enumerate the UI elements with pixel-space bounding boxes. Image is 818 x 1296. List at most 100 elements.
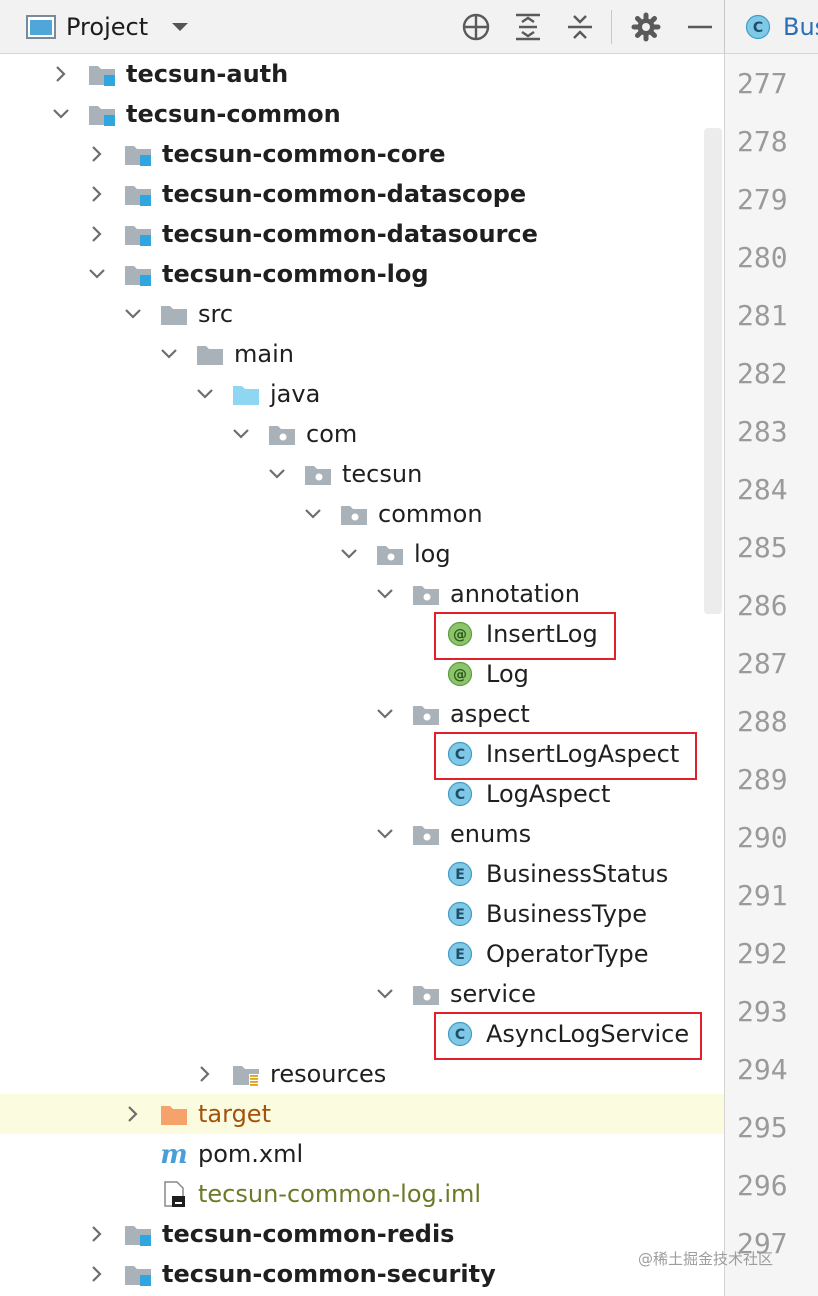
chevron-down-icon[interactable]	[158, 343, 180, 365]
tree-item[interactable]: target	[0, 1094, 724, 1134]
tree-item[interactable]: @InsertLog	[0, 614, 724, 654]
tree-item-label: tecsun	[342, 460, 423, 488]
chevron-down-icon[interactable]	[374, 703, 396, 725]
line-number: 282	[737, 357, 788, 390]
line-number: 278	[737, 125, 788, 158]
hide-icon[interactable]	[684, 11, 716, 43]
chevron-down-icon[interactable]	[374, 823, 396, 845]
tree-item[interactable]: tecsun-auth	[0, 54, 724, 94]
tree-item[interactable]: @Log	[0, 654, 724, 694]
line-number: 295	[737, 1111, 788, 1144]
tree-item[interactable]: resources	[0, 1054, 724, 1094]
chevron-right-icon[interactable]	[50, 63, 72, 85]
tree-item[interactable]: main	[0, 334, 724, 374]
chevron-down-icon[interactable]	[266, 463, 288, 485]
chevron-down-icon[interactable]	[86, 263, 108, 285]
locate-icon[interactable]	[460, 11, 492, 43]
package-icon	[377, 546, 403, 565]
folder-icon	[197, 346, 223, 365]
tree-item[interactable]: tecsun-common-redis	[0, 1214, 724, 1254]
module-folder-icon	[125, 186, 151, 206]
svg-text:m: m	[160, 1141, 188, 1167]
chevron-down-icon[interactable]	[194, 383, 216, 405]
line-number: 280	[737, 241, 788, 274]
tree-item-label: tecsun-auth	[126, 60, 289, 88]
tree-item[interactable]: service	[0, 974, 724, 1014]
chevron-right-icon[interactable]	[194, 1063, 216, 1085]
tree-item-label: tecsun-common-core	[162, 140, 446, 168]
tree-item[interactable]: java	[0, 374, 724, 414]
annotation-icon: @	[447, 621, 473, 647]
tree-item[interactable]: tecsun-common	[0, 94, 724, 134]
tree-item[interactable]: com	[0, 414, 724, 454]
line-number: 297	[737, 1227, 788, 1260]
chevron-right-icon[interactable]	[86, 1223, 108, 1245]
tree-item[interactable]: tecsun-common-security	[0, 1254, 724, 1294]
chevron-right-icon[interactable]	[86, 183, 108, 205]
line-number: 292	[737, 937, 788, 970]
chevron-down-icon[interactable]	[50, 103, 72, 125]
tree-item[interactable]: tecsun-common-datasource	[0, 214, 724, 254]
package-icon	[269, 426, 295, 445]
chevron-down-icon[interactable]	[302, 503, 324, 525]
tree-item[interactable]: tecsun-common-datascope	[0, 174, 724, 214]
enum-icon: E	[447, 901, 473, 927]
chevron-down-icon[interactable]	[374, 983, 396, 1005]
chevron-right-icon[interactable]	[86, 223, 108, 245]
folder-icon	[161, 306, 187, 325]
tree-item[interactable]: src	[0, 294, 724, 334]
tree-item-label: com	[306, 420, 358, 448]
tree-item-label: src	[198, 300, 234, 328]
package-icon	[413, 586, 439, 605]
tree-item[interactable]: tecsun-common-log.iml	[0, 1174, 724, 1214]
tree-item[interactable]: m pom.xml	[0, 1134, 724, 1174]
gear-icon[interactable]	[630, 11, 662, 43]
tree-item-label: pom.xml	[198, 1140, 304, 1168]
tree-item[interactable]: tecsun-common-core	[0, 134, 724, 174]
chevron-right-icon[interactable]	[86, 143, 108, 165]
expand-all-icon[interactable]	[512, 11, 544, 43]
panel-title: Project	[66, 13, 149, 41]
line-number: 279	[737, 183, 788, 216]
tree-item[interactable]: aspect	[0, 694, 724, 734]
chevron-right-icon[interactable]	[86, 1263, 108, 1285]
line-number: 289	[737, 763, 788, 796]
chevron-down-icon[interactable]	[374, 583, 396, 605]
scrollbar-thumb[interactable]	[704, 128, 722, 614]
editor-tab[interactable]: C Bus	[724, 0, 818, 54]
tree-item-label: tecsun-common-redis	[162, 1220, 455, 1248]
module-folder-icon	[125, 1266, 151, 1286]
class-icon: C	[447, 1021, 473, 1047]
chevron-right-icon[interactable]	[122, 1103, 144, 1125]
project-window-icon	[26, 15, 56, 39]
tree-item-label: tecsun-common-security	[162, 1260, 496, 1288]
tree-item-label: aspect	[450, 700, 530, 728]
chevron-down-icon[interactable]	[338, 543, 360, 565]
collapse-all-icon[interactable]	[564, 11, 596, 43]
chevron-down-icon[interactable]	[168, 14, 192, 40]
module-file-icon	[164, 1181, 185, 1207]
tree-item[interactable]: tecsun-common-log	[0, 254, 724, 294]
svg-text:C: C	[753, 20, 763, 36]
tree-item[interactable]: enums	[0, 814, 724, 854]
line-number: 283	[737, 415, 788, 448]
tree-item[interactable]: log	[0, 534, 724, 574]
svg-text:C: C	[455, 747, 465, 763]
maven-icon: m	[160, 1141, 188, 1167]
tree-item[interactable]: annotation	[0, 574, 724, 614]
tree-item-label: OperatorType	[486, 940, 649, 968]
chevron-down-icon[interactable]	[230, 423, 252, 445]
tree-item-label: resources	[270, 1060, 387, 1088]
line-number: 286	[737, 589, 788, 622]
chevron-down-icon[interactable]	[122, 303, 144, 325]
tree-item-label: tecsun-common	[126, 100, 341, 128]
watermark: @稀土掘金技术社区	[638, 1250, 774, 1268]
tree-item[interactable]: common	[0, 494, 724, 534]
tree-item[interactable]: tecsun	[0, 454, 724, 494]
